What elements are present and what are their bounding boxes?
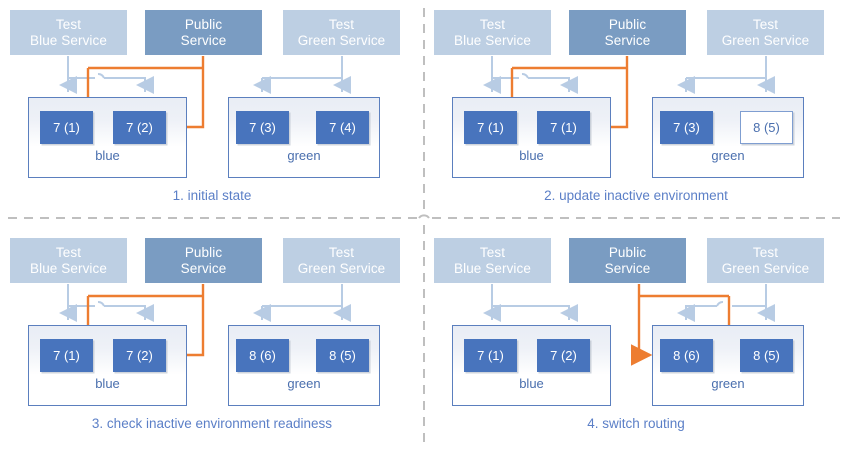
- test-blue-service-label-1: Test: [479, 16, 506, 32]
- test-green-service-label-1: Test: [752, 244, 779, 260]
- instance-box: 8 (6): [660, 339, 713, 372]
- panel-update-inactive-environment: Test Blue Service Public Service Test Gr…: [424, 0, 848, 228]
- test-green-service-label-1: Test: [328, 16, 355, 32]
- green-environment-label: green: [287, 148, 321, 163]
- test-green-service-box: Test Green Service: [707, 10, 824, 55]
- test-green-service-box: Test Green Service: [283, 10, 400, 55]
- panel-caption: 3. check inactive environment readiness: [91, 416, 333, 431]
- test-blue-service-label-2: Blue Service: [30, 260, 107, 276]
- panel-caption: 4. switch routing: [587, 416, 685, 431]
- public-service-box: Public Service: [145, 10, 262, 55]
- instance-box: 7 (3): [236, 111, 289, 144]
- test-blue-service-label-2: Blue Service: [454, 260, 531, 276]
- instance-box: 7 (4): [316, 111, 369, 144]
- green-environment-label: green: [711, 148, 745, 163]
- blue-environment-label: blue: [519, 376, 544, 391]
- public-service-label-2: Service: [604, 260, 651, 276]
- public-service-label-2: Service: [604, 32, 651, 48]
- panel-initial-state: Test Blue Service Public Service Test Gr…: [0, 0, 424, 228]
- panel-caption: 2. update inactive environment: [544, 188, 728, 203]
- blue-environment-label: blue: [95, 148, 120, 163]
- public-service-box: Public Service: [569, 10, 686, 55]
- instance-box: 8 (5): [740, 339, 793, 372]
- test-green-service-label-2: Green Service: [721, 260, 810, 276]
- public-service-box: Public Service: [145, 238, 262, 283]
- instance-box-starting: 8 (5): [740, 111, 793, 144]
- public-service-label-2: Service: [180, 32, 227, 48]
- test-blue-service-box: Test Blue Service: [10, 238, 127, 283]
- test-green-service-label-2: Green Service: [297, 32, 386, 48]
- panel-switch-routing: Test Blue Service Public Service Test Gr…: [424, 228, 848, 456]
- test-green-service-label-2: Green Service: [721, 32, 810, 48]
- instance-box: 8 (5): [316, 339, 369, 372]
- public-service-box: Public Service: [569, 238, 686, 283]
- test-blue-service-box: Test Blue Service: [434, 10, 551, 55]
- test-green-service-box: Test Green Service: [283, 238, 400, 283]
- instance-box: 7 (2): [537, 339, 590, 372]
- test-blue-service-label-2: Blue Service: [454, 32, 531, 48]
- test-green-service-box: Test Green Service: [707, 238, 824, 283]
- instance-box: 7 (1): [537, 111, 590, 144]
- instance-box: 7 (1): [40, 111, 93, 144]
- panel-check-inactive-readiness: Test Blue Service Public Service Test Gr…: [0, 228, 424, 456]
- instance-box: 7 (2): [113, 111, 166, 144]
- test-blue-service-label-1: Test: [479, 244, 506, 260]
- instance-box: 7 (1): [464, 111, 517, 144]
- test-blue-service-label-2: Blue Service: [30, 32, 107, 48]
- public-service-label-1: Public: [608, 244, 647, 260]
- test-green-service-label-1: Test: [752, 16, 779, 32]
- blue-environment-label: blue: [95, 376, 120, 391]
- test-green-service-label-2: Green Service: [297, 260, 386, 276]
- public-service-label-1: Public: [184, 16, 223, 32]
- public-service-label-1: Public: [184, 244, 223, 260]
- public-service-label-1: Public: [608, 16, 647, 32]
- panel-caption: 1. initial state: [172, 188, 252, 203]
- test-blue-service-label-1: Test: [55, 16, 82, 32]
- test-blue-service-label-1: Test: [55, 244, 82, 260]
- instance-box: 7 (1): [464, 339, 517, 372]
- public-service-label-2: Service: [180, 260, 227, 276]
- test-blue-service-box: Test Blue Service: [10, 10, 127, 55]
- instance-box: 7 (2): [113, 339, 166, 372]
- test-blue-service-box: Test Blue Service: [434, 238, 551, 283]
- instance-box: 7 (1): [40, 339, 93, 372]
- blue-environment-label: blue: [519, 148, 544, 163]
- instance-box: 7 (3): [660, 111, 713, 144]
- green-environment-label: green: [711, 376, 745, 391]
- test-green-service-label-1: Test: [328, 244, 355, 260]
- instance-box: 8 (6): [236, 339, 289, 372]
- green-environment-label: green: [287, 376, 321, 391]
